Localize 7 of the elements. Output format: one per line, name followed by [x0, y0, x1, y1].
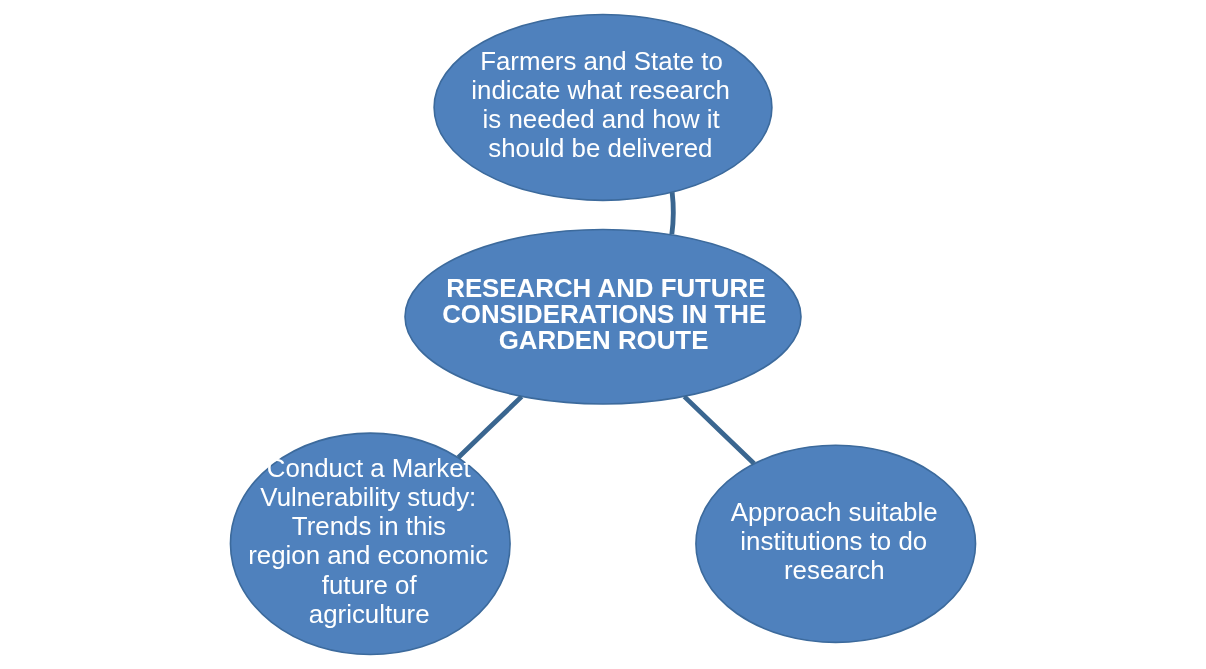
node-ellipse: Farmers and State to indicate what research is needed and how it should be delivered: [433, 13, 773, 202]
connector: [456, 394, 524, 460]
node-ellipse: Conduct a Market Vulnerability study: Trends in this region and economic future of agriculture: [229, 432, 511, 656]
node-ellipse: Approach suitable institutions to do research: [695, 444, 977, 644]
connector: [682, 394, 756, 466]
connector: [669, 192, 676, 235]
node-ellipse: RESEARCH AND FUTURE CONSIDERATIONS IN THE GARDEN ROUTE: [404, 228, 802, 405]
